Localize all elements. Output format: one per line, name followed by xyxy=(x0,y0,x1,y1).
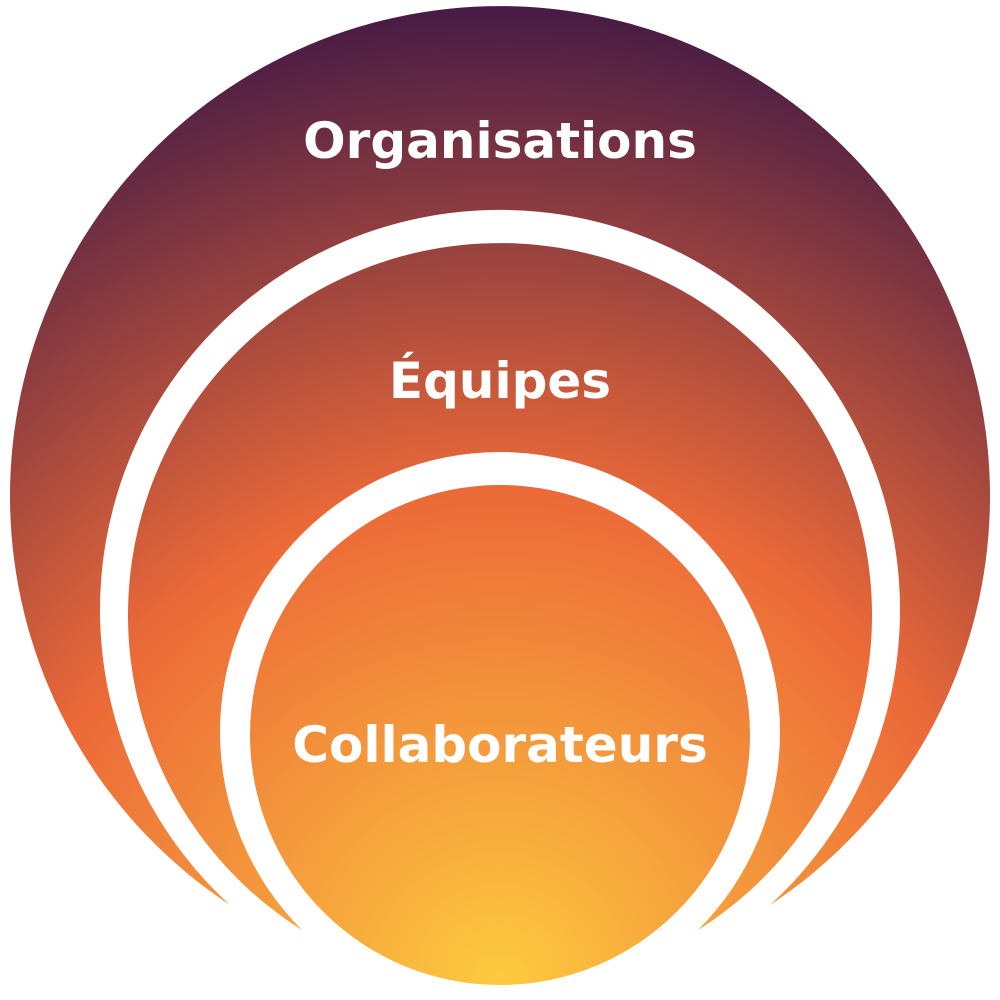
label-collaborateurs: Collaborateurs xyxy=(292,716,707,774)
ring-collaborateurs xyxy=(250,485,750,985)
label-equipes: Équipes xyxy=(389,351,611,410)
label-organisations: Organisations xyxy=(303,112,697,170)
